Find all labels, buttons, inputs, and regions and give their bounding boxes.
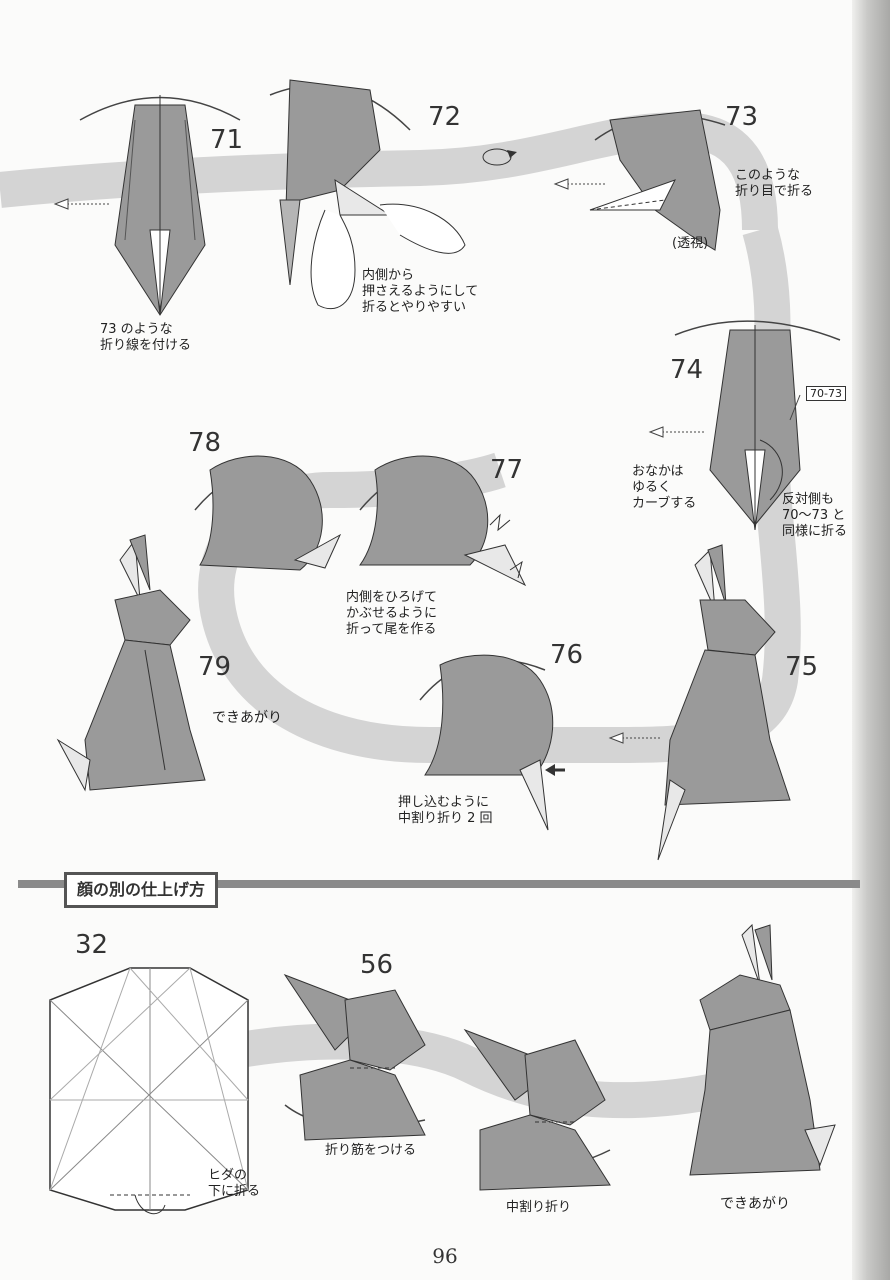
note-step-74-belly: おなかは ゆるく カーブする — [632, 464, 697, 511]
step-78-figure — [194, 455, 342, 571]
step-number-71: 71 — [210, 125, 244, 155]
flow-band-bottom — [237, 1023, 724, 1119]
step-number-32: 32 — [75, 930, 109, 960]
step-77-figure — [359, 455, 527, 587]
section-divider — [18, 880, 860, 888]
step-56-figure — [283, 973, 426, 1141]
step-number-76: 76 — [550, 640, 584, 670]
step-number-73: 73 — [725, 102, 759, 132]
step-number-75: 75 — [785, 652, 819, 682]
note-step-72: 内側から 押さえるようにして 折るとやりやすい — [362, 268, 479, 315]
page-binding-shadow — [852, 0, 890, 1280]
step-number-78: 78 — [188, 428, 222, 458]
step-32-crease-pattern — [49, 967, 249, 1215]
step-73-figure — [553, 109, 726, 251]
step-number-72: 72 — [428, 102, 462, 132]
final-rabbit-figure — [689, 923, 836, 1176]
step-76-figure — [419, 654, 565, 831]
step-number-74: 74 — [670, 355, 704, 385]
note-inside-reverse-fold: 中割り折り — [506, 1200, 572, 1215]
note-step-76: 押し込むように 中割り折り 2 回 — [398, 795, 493, 826]
note-step-73: このような 折り目で折る — [735, 168, 814, 199]
step-number-77: 77 — [490, 455, 524, 485]
step-71-figure — [53, 95, 241, 316]
note-step-56: 折り筋をつける — [325, 1143, 417, 1158]
step-72-figure — [269, 79, 466, 310]
note-step-73-transparent: (透視) — [672, 236, 709, 251]
note-step-71: 73 のような 折り線を付ける — [100, 322, 192, 353]
page-number: 96 — [432, 1244, 458, 1268]
note-final-finished: できあがり — [720, 1196, 790, 1212]
step-number-79: 79 — [198, 652, 232, 682]
step-75-figure — [608, 544, 791, 861]
note-step-32: ヒダの 下に折る — [208, 1168, 261, 1199]
section-title: 顔の別の仕上げ方 — [64, 872, 219, 908]
step-number-56: 56 — [360, 950, 394, 980]
note-step-79-finished: できあがり — [212, 710, 282, 726]
note-step-74-reverse: 反対側も 70〜73 と 同様に折る — [782, 492, 848, 539]
note-step-77: 内側をひろげて かぶせるように 折って尾を作る — [346, 590, 438, 637]
step-inside-reverse-figure — [463, 1028, 611, 1191]
step-ref-tag: 70-73 — [806, 386, 846, 401]
rotate-arrow-icon — [482, 148, 517, 166]
step-79-figure — [56, 534, 206, 792]
step-74-figure — [648, 320, 841, 531]
